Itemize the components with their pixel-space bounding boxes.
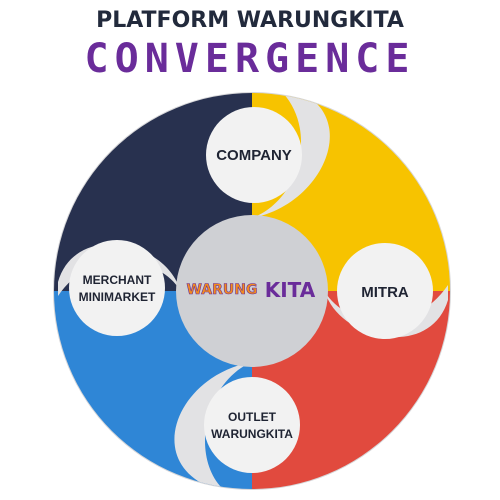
logo-text-warung: WARUNG [186,282,257,298]
warungkita-logo: WARUNG KITA [186,278,316,302]
node-company [206,107,302,203]
node-merchant [69,240,165,336]
logo-text-kita: KITA [265,278,316,302]
label-mitra: MITRA [361,284,409,301]
center-hub [176,215,328,367]
swirl-band-top [252,93,330,218]
label-merchant-line1: MERCHANT [83,273,152,287]
label-company: COMPANY [216,147,292,164]
title-line-1: PLATFORM WARUNGKITA [96,8,404,33]
swirl-band-bottom [174,362,252,488]
label-outlet-line2: WARUNGKITA [211,427,293,441]
title-line-2: CONVERGENCE [84,36,416,82]
label-outlet-line1: OUTLET [228,410,277,424]
node-outlet [204,377,300,473]
node-mitra [337,243,433,339]
label-merchant-line2: MINIMARKET [79,290,156,304]
